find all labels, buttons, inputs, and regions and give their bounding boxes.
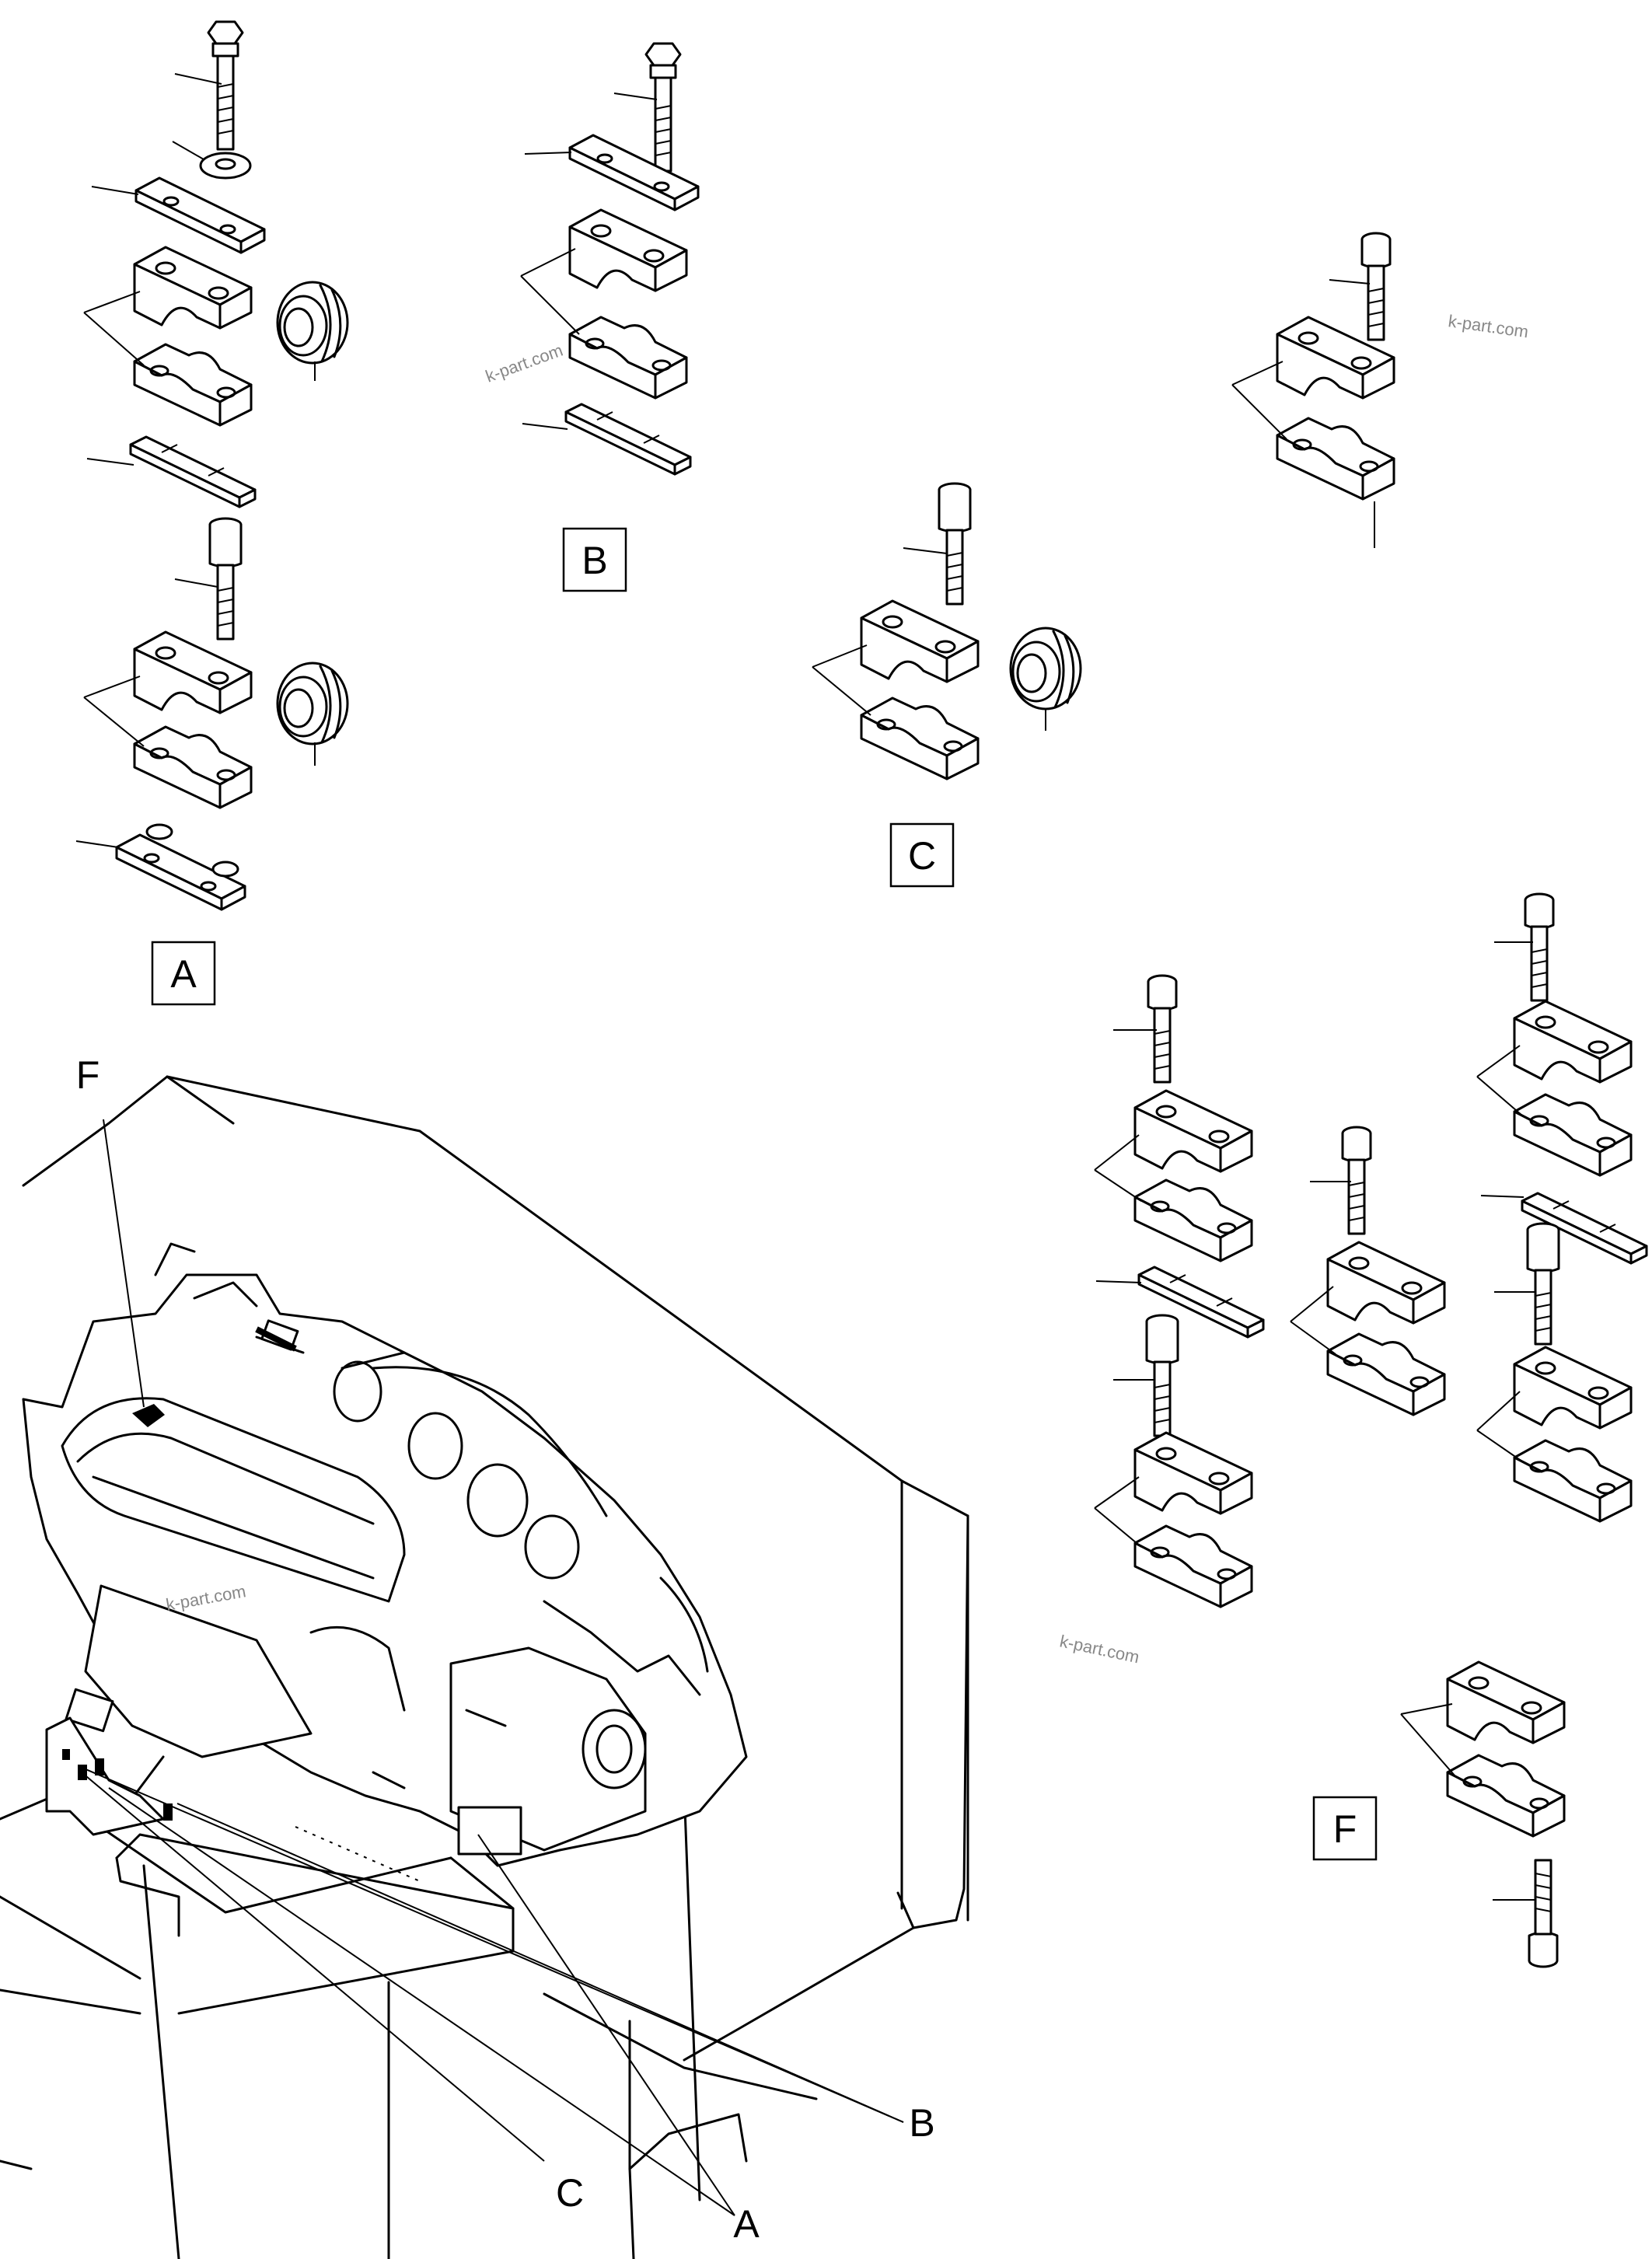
watermark-2: k-part.com	[1447, 311, 1529, 341]
engine-room-view	[0, 1075, 969, 2259]
assembly-b: B k-part.com	[483, 42, 700, 592]
watermark-1: k-part.com	[483, 340, 565, 386]
assembly-f: F	[1312, 1660, 1566, 1968]
assembly-c: C	[812, 482, 1082, 888]
label-a-box: A	[170, 952, 197, 996]
clamp-marker-1	[62, 1749, 70, 1760]
assembly-top-right: k-part.com	[1231, 232, 1530, 548]
assembly-right-col-1	[1094, 974, 1265, 1608]
assembly-right-col-3	[1476, 892, 1648, 1523]
callout-a: A	[733, 2202, 760, 2246]
assembly-a: A	[75, 20, 349, 1006]
callout-c: C	[556, 2171, 584, 2215]
assembly-right-col-2	[1290, 1126, 1446, 1416]
clamp-marker-3	[95, 1758, 104, 1775]
label-b-box: B	[582, 539, 607, 582]
clamp-marker-f	[132, 1404, 165, 1427]
label-c-box: C	[908, 834, 936, 878]
label-f-box: F	[1333, 1807, 1357, 1851]
callout-f: F	[76, 1053, 100, 1097]
callout-b: B	[909, 2101, 934, 2145]
clamp-marker-4	[163, 1803, 173, 1821]
watermark-3: k-part.com	[1058, 1631, 1141, 1667]
